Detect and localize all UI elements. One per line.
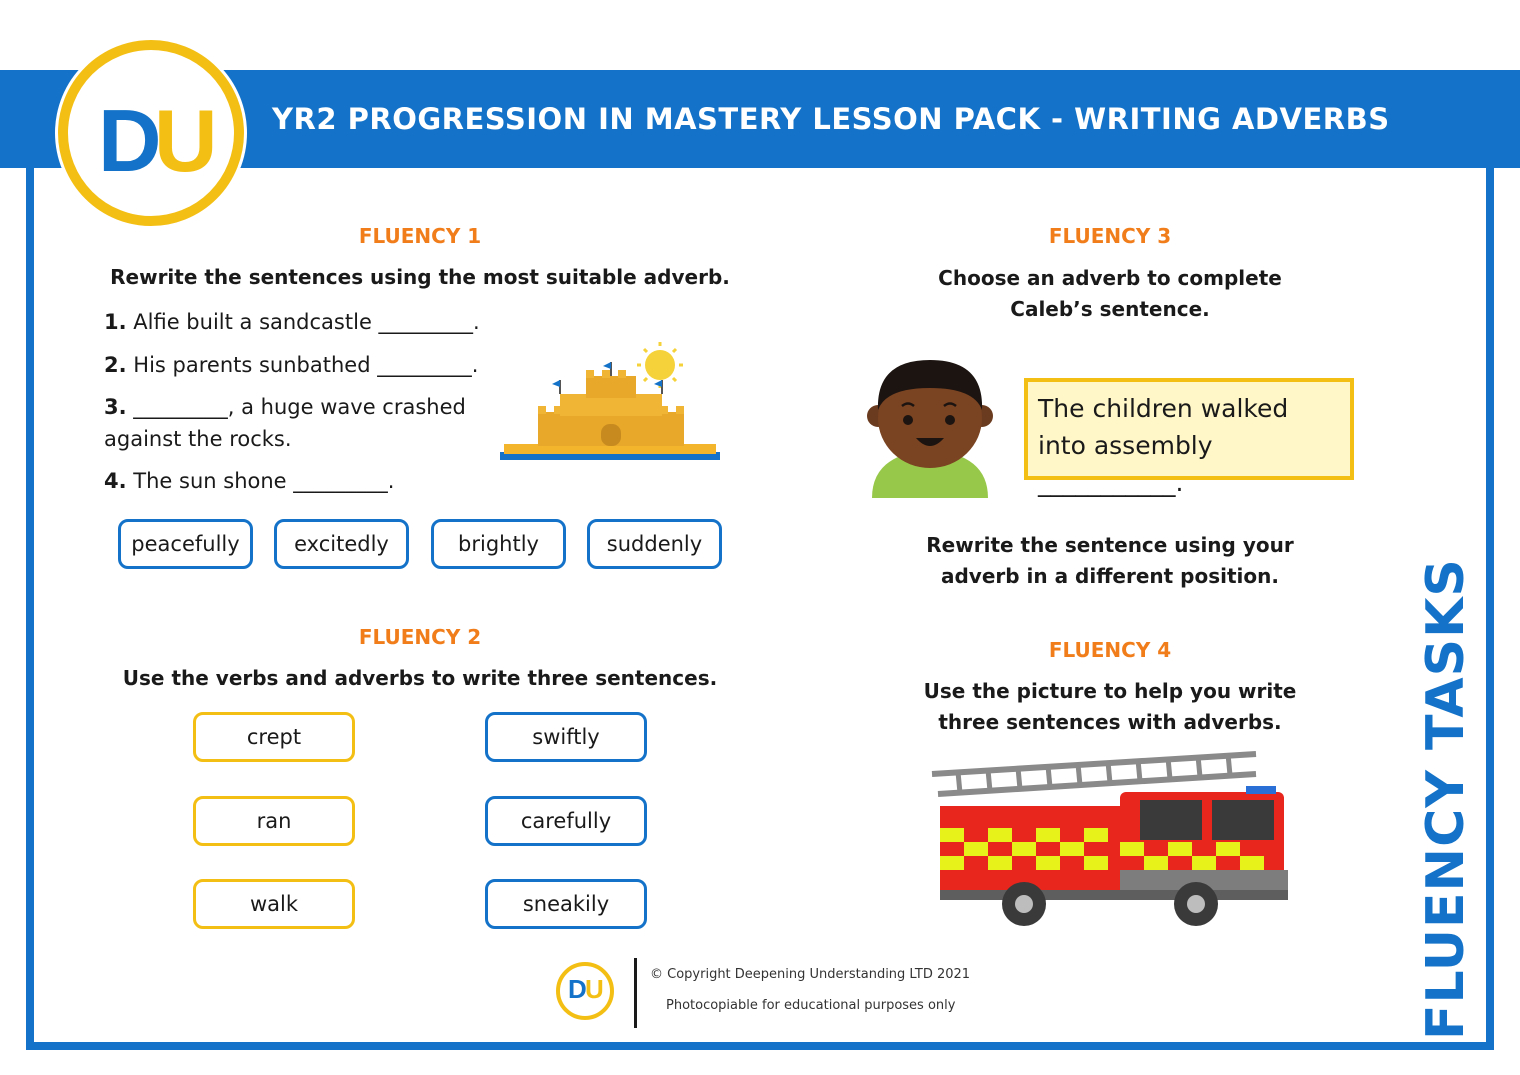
footer-divider — [634, 958, 637, 1028]
fluency-1-heading: FLUENCY 1 — [358, 224, 482, 248]
question-2: 2. His parents sunbathed _________. — [104, 349, 524, 381]
fluency-3-heading: FLUENCY 3 — [1048, 224, 1172, 248]
fire-engine-illustration — [931, 751, 1288, 926]
footer-copyright: © Copyright Deepening Understanding LTD … — [650, 967, 971, 982]
footer-logo-letter-d: D — [568, 974, 587, 1004]
question-3-number: 3. — [104, 395, 127, 419]
page-frame — [26, 70, 1494, 1050]
word-box-excitedly: excitedly — [274, 519, 409, 569]
logo-letter-u: U — [154, 91, 218, 190]
question-1-number: 1. — [104, 310, 127, 334]
question-2-number: 2. — [104, 353, 127, 377]
caleb-speech-box: The children walked into assembly ______… — [1024, 378, 1354, 497]
fluency-1-instruction: Rewrite the sentences using the most sui… — [110, 265, 730, 289]
sandcastle-illustration — [500, 342, 720, 460]
adverb-box-carefully: carefully — [485, 796, 647, 846]
logo-letter-d: D — [98, 91, 162, 190]
question-2-text: His parents sunbathed _________. — [133, 353, 479, 377]
du-logo: D U — [58, 40, 244, 226]
adverb-box-swiftly: swiftly — [485, 712, 647, 762]
question-1: 1. Alfie built a sandcastle _________. — [104, 306, 524, 338]
verb-box-walk: walk — [193, 879, 355, 929]
footer-du-logo: D U — [556, 962, 614, 1020]
word-box-peacefully: peacefully — [118, 519, 253, 569]
adverb-box-sneakily: sneakily — [485, 879, 647, 929]
question-1-text: Alfie built a sandcastle _________. — [133, 310, 480, 334]
question-3: 3. _________, a huge wave crashed agains… — [104, 391, 499, 455]
fluency-2-heading: FLUENCY 2 — [358, 625, 482, 649]
question-4: 4. The sun shone _________. — [104, 465, 524, 497]
verb-box-crept: crept — [193, 712, 355, 762]
question-4-number: 4. — [104, 469, 127, 493]
verb-box-ran: ran — [193, 796, 355, 846]
word-box-suddenly: suddenly — [587, 519, 722, 569]
fluency-2-instruction: Use the verbs and adverbs to write three… — [122, 666, 718, 690]
question-3-text: _________, a huge wave crashed against t… — [104, 395, 466, 451]
page-title: YR2 PROGRESSION IN MASTERY LESSON PACK -… — [272, 102, 1390, 136]
word-box-brightly: brightly — [431, 519, 566, 569]
fluency-3-rewrite-instruction: Rewrite the sentence using your adverb i… — [926, 533, 1294, 588]
footer-photocopy-note: Photocopiable for educational purposes o… — [666, 998, 956, 1013]
footer-logo-letter-u: U — [585, 974, 604, 1004]
caleb-character-illustration — [867, 360, 993, 498]
fluency-4-instruction: Use the picture to help you write three … — [923, 679, 1297, 734]
fluency-tasks-side-title: FLUENCY TASKS — [1416, 558, 1476, 1040]
header-bar — [0, 70, 1520, 168]
fluency-3-instruction: Choose an adverb to complete Caleb’s sen… — [938, 266, 1282, 321]
question-4-text: The sun shone _________. — [133, 469, 395, 493]
fluency-4-heading: FLUENCY 4 — [1048, 638, 1172, 662]
